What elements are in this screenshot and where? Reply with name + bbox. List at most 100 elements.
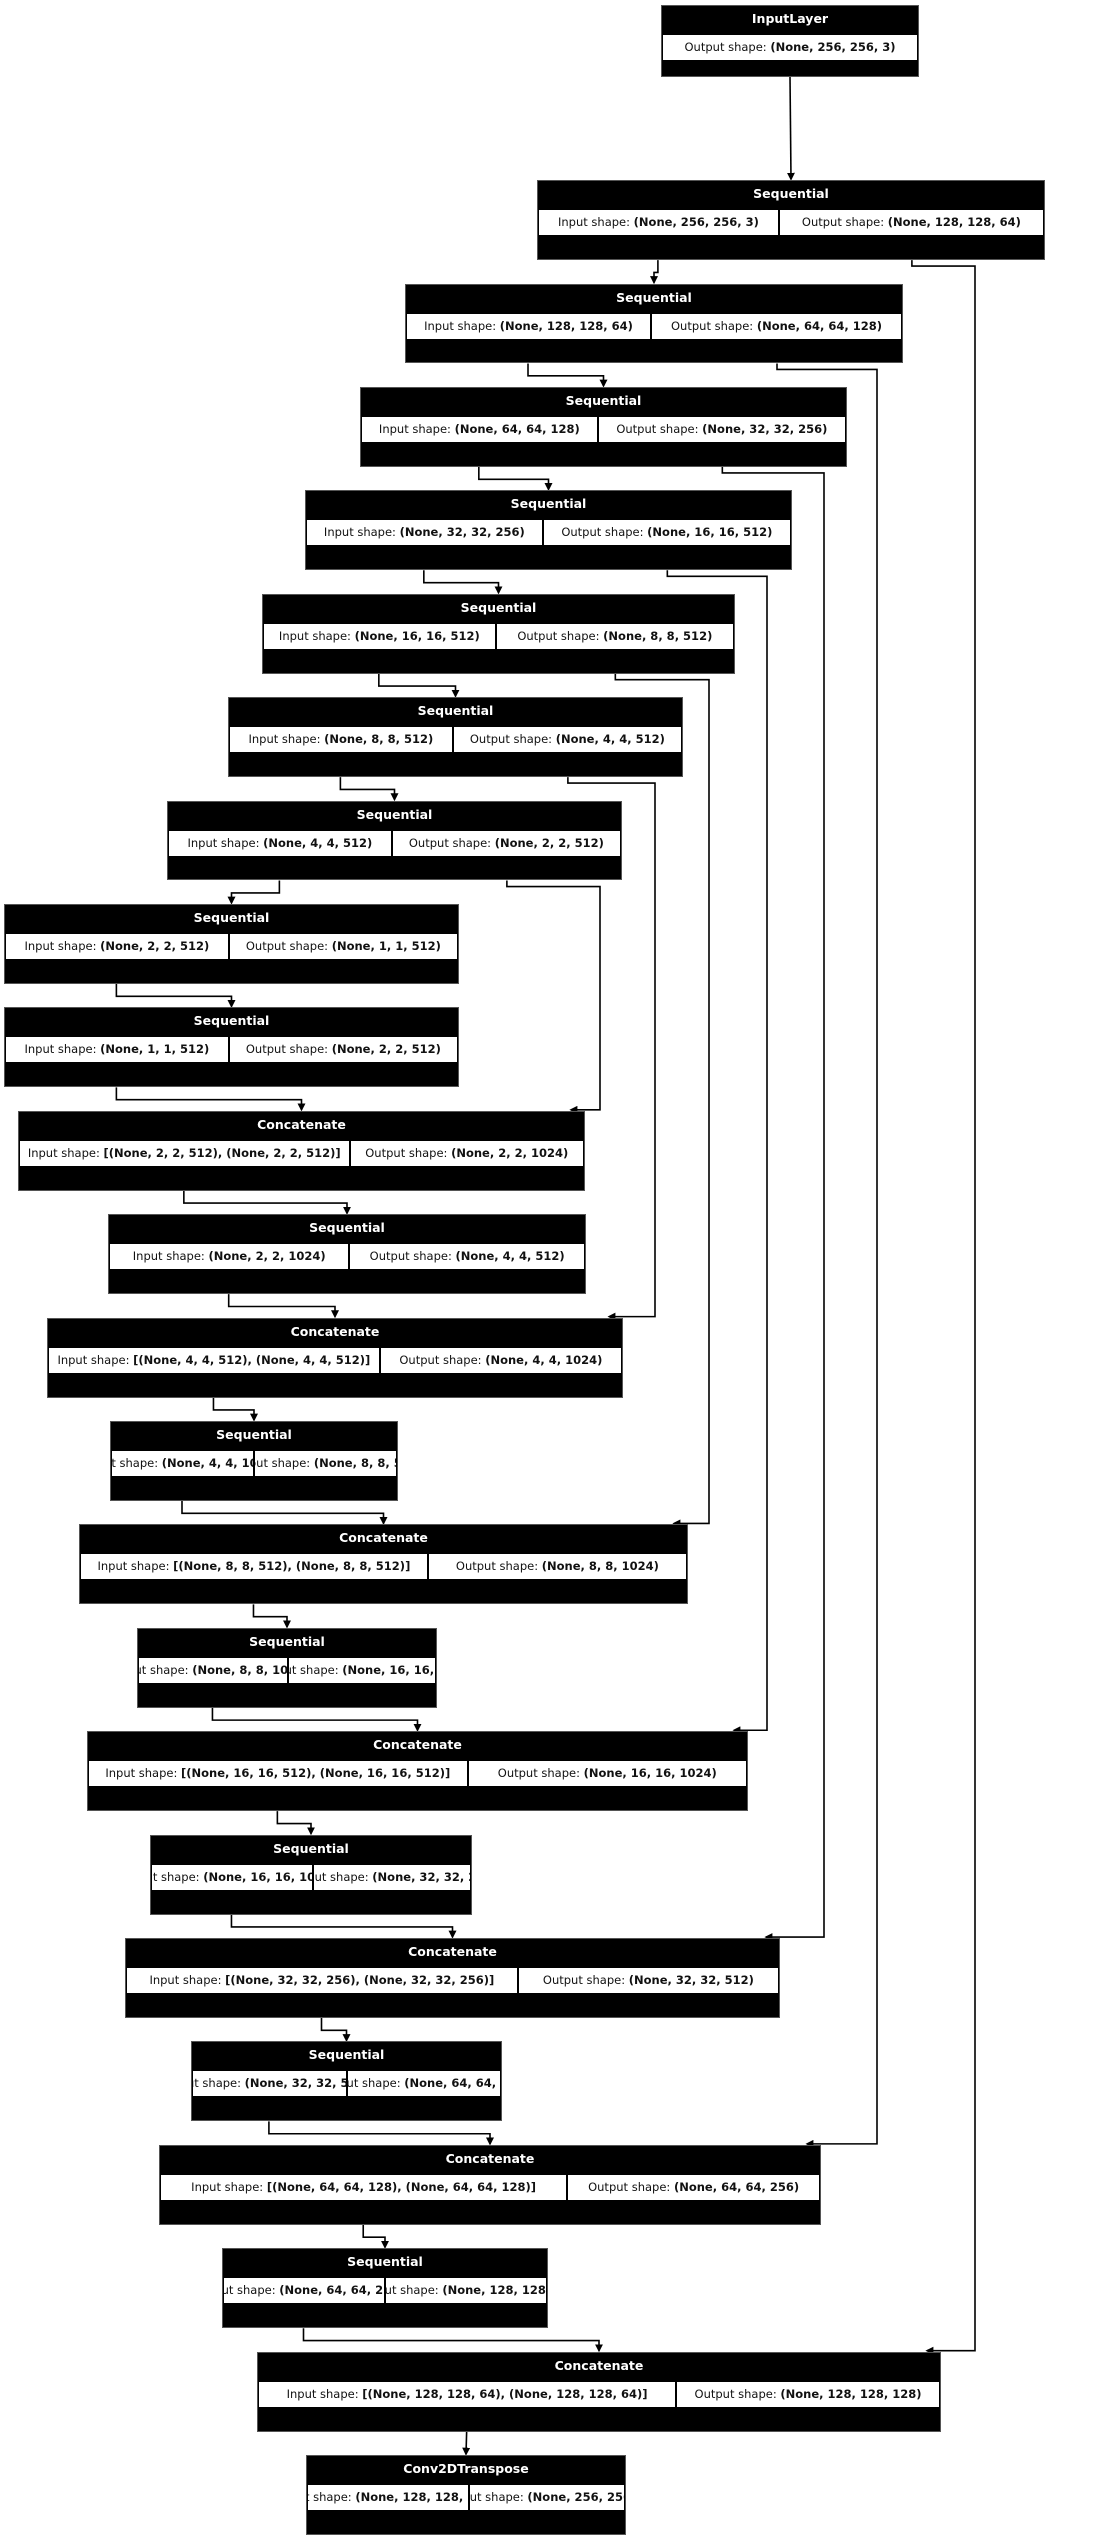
edge bbox=[227, 1294, 339, 1319]
output-shape-value: (None, 4, 4, 1024) bbox=[485, 1352, 603, 1367]
edge bbox=[423, 570, 503, 595]
output-shape-label: Output shape: bbox=[408, 835, 492, 850]
input-shape-value: (None, 2, 2, 1024) bbox=[208, 1249, 326, 1264]
output-shape-value: (None, 32, 32, 512) bbox=[628, 1973, 754, 1988]
edge bbox=[721, 466, 825, 1942]
edge bbox=[320, 2017, 351, 2043]
edge bbox=[230, 1914, 457, 1939]
output-shape-label: Output shape: bbox=[694, 2386, 777, 2401]
input-shape-value: [(None, 2, 2, 512), (None, 2, 2, 512)] bbox=[103, 1145, 341, 1160]
output-shape-label: Output shape: bbox=[561, 525, 644, 540]
edge bbox=[302, 2328, 603, 2353]
output-shape-value: (None, 128, 128, 64) bbox=[442, 2283, 546, 2298]
output-shape-value: (None, 2, 2, 512) bbox=[494, 835, 604, 850]
node-shape-row: Input shape: (None, 16, 16, 512) Output s… bbox=[263, 621, 734, 650]
node-output-shape: Output shape: (None, 8, 8, 1024) bbox=[427, 1553, 687, 1581]
node-input-shape: Input shape: (None, 4, 4, 512) bbox=[168, 829, 392, 857]
node-type-label: Concatenate bbox=[126, 1939, 779, 1967]
input-shape-value: (None, 16, 16, 512) bbox=[354, 628, 480, 643]
node-input-shape: Input shape: [(None, 128, 128, 64), (Non… bbox=[258, 2380, 677, 2408]
node-type-label: Concatenate bbox=[19, 1111, 584, 1139]
output-shape-label: Output shape: bbox=[517, 628, 600, 643]
node-output-shape: Output shape: (None, 2, 2, 512) bbox=[391, 829, 621, 857]
input-shape-value: (None, 64, 64, 256) bbox=[279, 2283, 384, 2298]
input-shape-value: (None, 256, 256, 3) bbox=[633, 215, 759, 230]
input-shape-value: (None, 4, 4, 1024) bbox=[161, 1456, 253, 1471]
input-shape-label: Input shape: bbox=[57, 1352, 130, 1367]
output-shape-label: Output shape: bbox=[365, 1145, 448, 1160]
input-shape-value: (None, 64, 64, 128) bbox=[454, 421, 580, 436]
node-input-shape: Input shape: (None, 2, 2, 512) bbox=[5, 933, 229, 960]
input-shape-label: Input shape: bbox=[248, 732, 321, 747]
input-shape-value: [(None, 8, 8, 512), (None, 8, 8, 512)] bbox=[173, 1559, 411, 1574]
node-input-shape: Input shape: [(None, 64, 64, 128), (None… bbox=[160, 2173, 568, 2201]
input-shape-label: Input shape: bbox=[105, 1766, 178, 1781]
node-shape-row: Input shape: (None, 16, 16, 1024)Output … bbox=[151, 1862, 471, 1891]
edge bbox=[527, 363, 608, 388]
edge bbox=[252, 1604, 291, 1629]
input-shape-label: Input shape: bbox=[139, 1662, 189, 1677]
node-shape-row: Input shape: (None, 128, 128, 128)Output… bbox=[307, 2483, 625, 2512]
output-shape-label: Output shape: bbox=[671, 318, 754, 333]
node-type-label: Sequential bbox=[109, 1215, 585, 1243]
output-shape-label: Output shape: bbox=[369, 1249, 452, 1264]
output-shape-label: Output shape: bbox=[497, 1766, 580, 1781]
node-output-shape: Output shape: (None, 2, 2, 1024) bbox=[349, 1139, 584, 1167]
input-shape-label: Input shape: bbox=[308, 2490, 352, 2505]
input-shape-label: Input shape: bbox=[278, 628, 351, 643]
node-type-label: Sequential bbox=[361, 387, 846, 415]
node-shape-row: Input shape: [(None, 64, 64, 128), (None… bbox=[160, 2172, 820, 2201]
edge bbox=[212, 1397, 258, 1422]
input-shape-label: Input shape: bbox=[24, 939, 97, 953]
edge bbox=[478, 466, 553, 491]
node-type-label: InputLayer bbox=[662, 5, 918, 33]
input-shape-value: (None, 32, 32, 512) bbox=[244, 2076, 346, 2091]
input-shape-value: (None, 8, 8, 1024) bbox=[192, 1662, 288, 1677]
input-shape-label: Input shape: bbox=[24, 1042, 97, 1057]
node-output-shape: Output shape: (None, 16, 16, 1024) bbox=[467, 1760, 747, 1788]
output-shape-value: (None, 128, 128, 128) bbox=[780, 2386, 922, 2401]
node-shape-row: Input shape: (None, 32, 32, 256)Output s… bbox=[306, 518, 791, 547]
edge bbox=[211, 1707, 422, 1732]
node-type-label: Sequential bbox=[263, 594, 734, 622]
edge bbox=[506, 880, 601, 1114]
node-input-shape: Input shape: (None, 32, 32, 512) bbox=[192, 2070, 347, 2098]
input-shape-label: Input shape: bbox=[191, 2179, 264, 2194]
output-shape-value: (None, 4, 4, 512) bbox=[455, 1249, 565, 1264]
node-output-shape: Output shape: (None, 4, 4, 1024) bbox=[379, 1346, 622, 1374]
node-output-shape: Output shape: (None, 128, 128, 128) bbox=[676, 2380, 940, 2408]
output-shape-label: Output shape: bbox=[385, 2283, 439, 2298]
output-shape-label: Output shape: bbox=[542, 1973, 626, 1988]
edge bbox=[614, 673, 710, 1528]
edge bbox=[181, 1500, 388, 1526]
input-shape-value: [(None, 64, 64, 128), (None, 64, 64, 128… bbox=[266, 2179, 537, 2194]
input-shape-label: Input shape: bbox=[132, 1249, 205, 1264]
node-output-shape: Output shape: (None, 16, 16, 512) bbox=[287, 1656, 436, 1684]
node-output-shape: Output shape: (None, 2, 2, 512) bbox=[228, 1036, 458, 1064]
output-shape-label: Output shape: bbox=[801, 215, 885, 230]
node-shape-row: Input shape: [(None, 8, 8, 512), (None, … bbox=[80, 1552, 687, 1581]
node-shape-row: Input shape: (None, 2, 2, 512)Output sha… bbox=[5, 932, 458, 960]
node-input-shape: Input shape: (None, 8, 8, 512) bbox=[229, 726, 453, 754]
node-shape-row: Input shape: (None, 4, 4, 1024)Output sh… bbox=[111, 1449, 397, 1478]
node-shape-row: Input shape: [(None, 128, 128, 64), (Non… bbox=[258, 2379, 940, 2408]
edge bbox=[115, 1087, 306, 1112]
node-type-label: Sequential bbox=[306, 491, 791, 519]
node-shape-row: Input shape: (None, 1, 1, 512)Output sha… bbox=[5, 1035, 458, 1064]
node-input-shape: Input shape: [(None, 2, 2, 512), (None, … bbox=[19, 1139, 350, 1167]
node-shape-row: Input shape: (None, 4, 4, 512)Output sha… bbox=[168, 828, 621, 857]
output-shape-label: Output shape: bbox=[289, 1662, 339, 1677]
node-output-shape: Output shape: (None, 32, 32, 256) bbox=[312, 1863, 471, 1891]
input-shape-label: Input shape: bbox=[378, 421, 451, 436]
input-shape-value: [(None, 32, 32, 256), (None, 32, 32, 256… bbox=[225, 1973, 495, 1988]
